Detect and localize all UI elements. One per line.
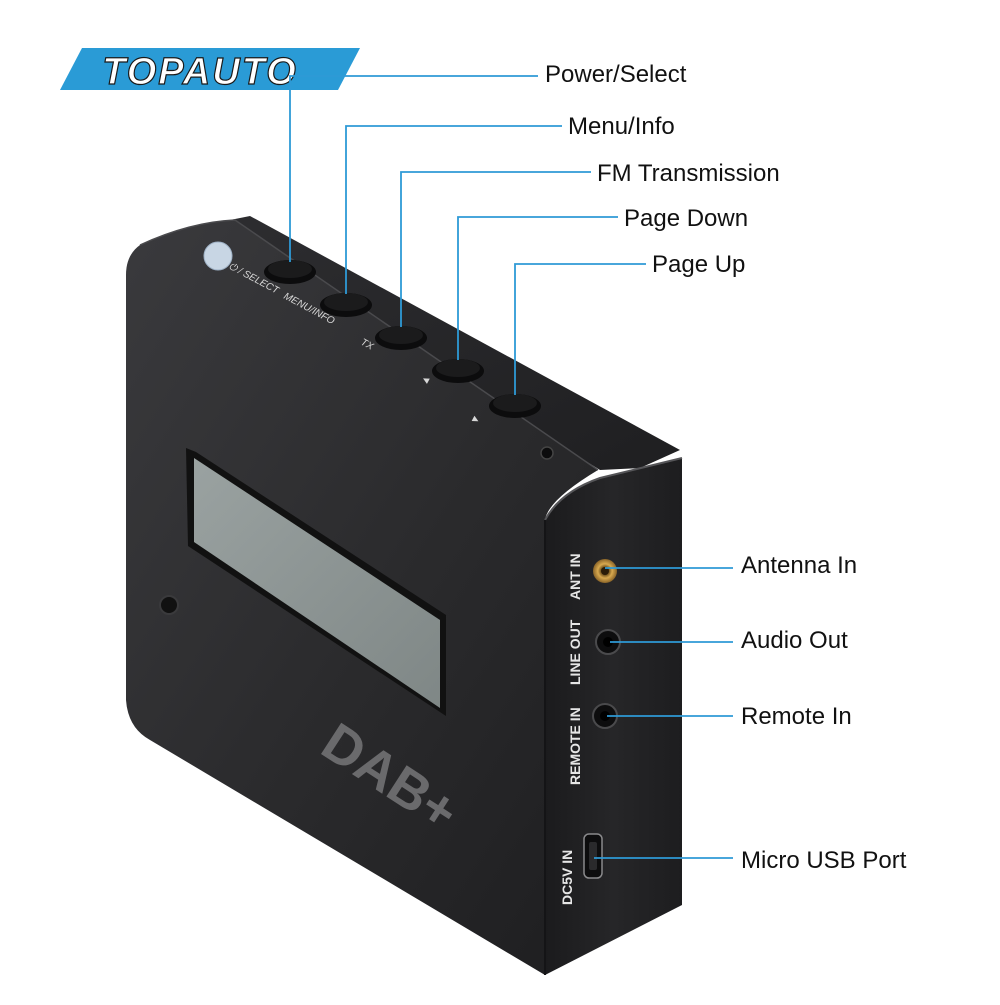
leader-power-select — [289, 75, 538, 262]
callout-lines — [289, 75, 733, 859]
callout-micro-usb-port: Micro USB Port — [741, 847, 907, 874]
micro-usb-port[interactable] — [583, 833, 603, 879]
side-label-ant-in: ANT IN — [567, 553, 583, 600]
callout-remote-in: Remote In — [741, 703, 852, 730]
top-label-prev-arrow: ◄ — [419, 373, 433, 387]
leader-page-up — [514, 263, 646, 395]
device-top-face — [205, 216, 680, 470]
side-label-line-out: LINE OUT — [567, 619, 583, 685]
qc-sticker — [203, 241, 233, 271]
page-up-button[interactable] — [489, 394, 541, 418]
callout-page-down: Page Down — [624, 205, 749, 232]
top-label-tx: TX — [359, 337, 376, 353]
callout-audio-out: Audio Out — [741, 627, 848, 654]
leader-menu-info — [345, 125, 562, 294]
side-label-remote-in: REMOTE IN — [567, 707, 583, 785]
line-out-jack[interactable] — [595, 629, 621, 655]
brand-logo: TOPAUTO — [60, 48, 360, 94]
callout-page-up: Page Up — [652, 251, 746, 278]
dab-receiver: DAB+ — [126, 216, 683, 975]
menu-info-button[interactable] — [320, 293, 372, 317]
mic-hole — [540, 446, 554, 460]
logo-text: TOPAUTO — [102, 51, 298, 93]
callout-power-select: Power/Select — [545, 61, 687, 88]
side-label-dc5v-in: DC5V IN — [559, 850, 575, 905]
top-buttons — [264, 260, 554, 460]
callout-menu-info: Menu/Info — [568, 113, 675, 140]
power-select-button[interactable] — [264, 260, 316, 284]
antenna-in-port[interactable] — [593, 559, 617, 583]
callout-fm-transmission: FM Transmission — [597, 160, 780, 187]
callout-antenna-in: Antenna In — [741, 552, 858, 579]
page-down-button[interactable] — [432, 359, 484, 383]
leader-fm-transmission — [400, 171, 591, 327]
ir-sensor — [159, 595, 179, 615]
leader-page-down — [457, 216, 618, 360]
top-label-next-arrow: ► — [469, 413, 483, 427]
fm-transmission-button[interactable] — [375, 326, 427, 350]
